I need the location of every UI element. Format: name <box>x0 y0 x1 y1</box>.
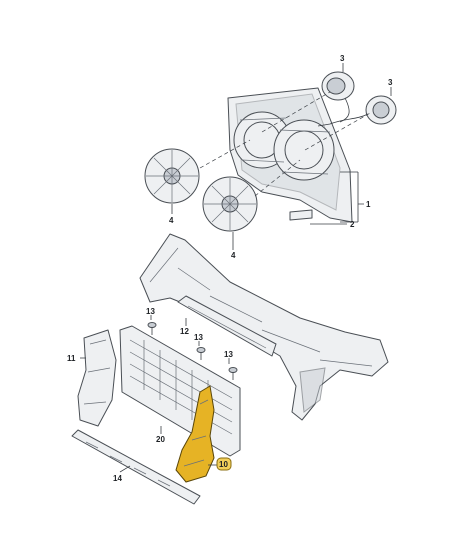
callout-3-upper: 3 <box>340 54 345 63</box>
support-bar <box>177 295 277 357</box>
fan-motor-right <box>317 95 397 127</box>
air-duct <box>77 329 117 427</box>
bolt-right <box>228 367 238 380</box>
callout-20: 20 <box>156 435 165 444</box>
callout-13-middle: 13 <box>194 333 203 342</box>
callout-12: 12 <box>180 327 189 336</box>
callout-14: 14 <box>113 474 122 483</box>
callout-13-left: 13 <box>146 307 155 316</box>
callout-2: 2 <box>350 220 355 229</box>
fan-shroud <box>227 87 353 223</box>
fan-blade-left <box>144 148 200 204</box>
fan-motor-upper <box>321 71 355 123</box>
bolt-left <box>147 322 157 335</box>
callout-4-right: 4 <box>231 251 236 260</box>
air-guide-highlighted <box>175 385 215 483</box>
radiator <box>119 325 241 457</box>
bolt-middle <box>196 347 206 360</box>
callout-11: 11 <box>67 354 76 363</box>
leader-lines <box>80 63 392 473</box>
lower-air-guide <box>71 429 201 505</box>
callout-10: 10 <box>219 460 228 469</box>
callout-3-right: 3 <box>388 78 393 87</box>
callout-13-right: 13 <box>224 350 233 359</box>
callout-10-badge: 10 <box>216 457 232 471</box>
callout-4-left: 4 <box>169 216 174 225</box>
callout-1: 1 <box>366 200 371 209</box>
fan-blade-right <box>202 176 258 232</box>
